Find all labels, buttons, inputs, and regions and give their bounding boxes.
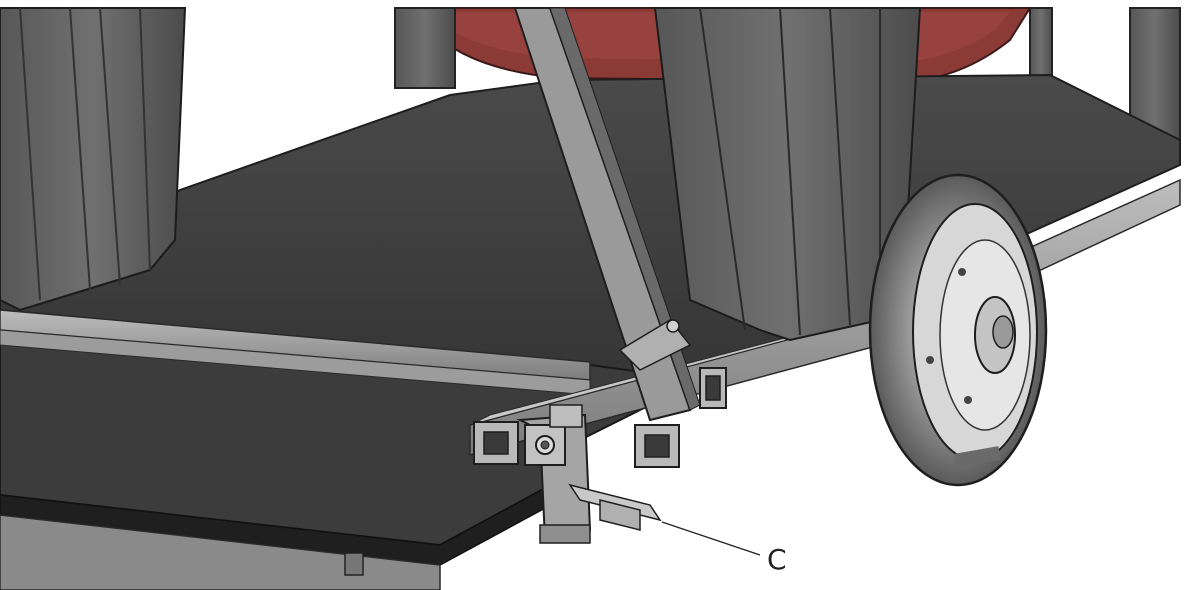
- tube-end-3: [699, 367, 727, 409]
- wheel-bolt-2: [926, 356, 934, 364]
- post-line-3: [139, 7, 151, 271]
- wheel-axle-nut: [992, 315, 1014, 349]
- brace-bolt: [666, 319, 680, 333]
- rear-post-mid: [1029, 7, 1053, 79]
- skirt-latch: [344, 552, 364, 576]
- hitch-latch-assembly: [516, 404, 662, 544]
- skirt-panel: [0, 514, 441, 590]
- post-line-4: [19, 7, 41, 301]
- wheel-tread-mark: [954, 446, 1001, 468]
- callout-label-c: C: [767, 543, 787, 576]
- center-post-line-3: [829, 7, 851, 326]
- center-upright-posts: [653, 7, 922, 342]
- post-line-1: [69, 7, 91, 291]
- tube-end-1: [473, 421, 519, 465]
- wheel: [868, 173, 1048, 487]
- wheel-bolt-1: [958, 268, 966, 276]
- rear-post-left: [394, 7, 456, 89]
- callout-leader-line: [661, 521, 761, 556]
- wheel-bolt-3: [964, 396, 972, 404]
- center-post-line-1: [699, 7, 746, 331]
- tube-end-2: [634, 424, 680, 468]
- post-line-2: [99, 7, 121, 286]
- center-post-line-2: [779, 7, 801, 336]
